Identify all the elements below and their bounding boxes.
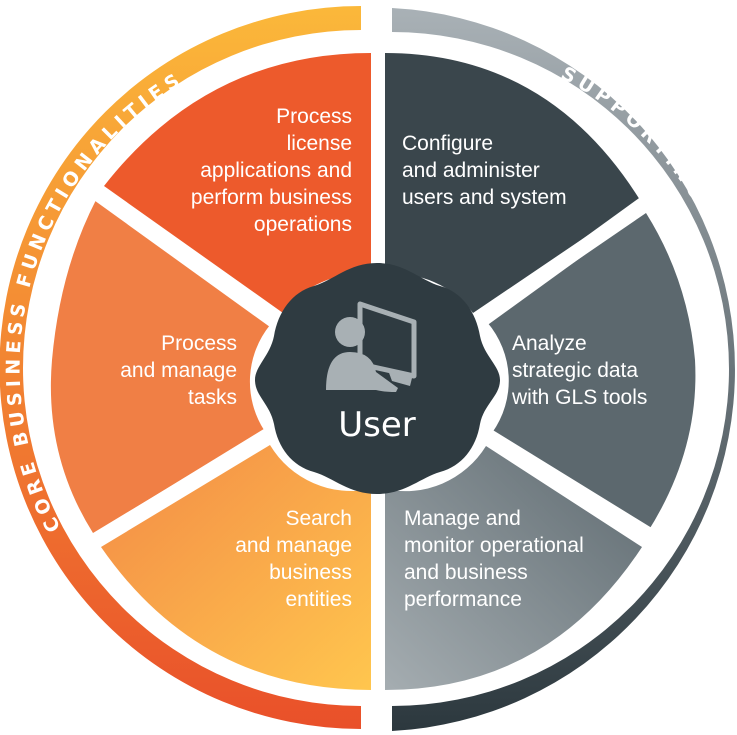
segment-label-line: entities bbox=[285, 588, 352, 611]
segment-label-line: and business bbox=[404, 561, 528, 584]
segment-label-line: tasks bbox=[188, 386, 237, 409]
segment-group bbox=[50, 53, 696, 690]
core-segment-search-entities bbox=[101, 445, 371, 690]
supporting-segment-label: Configure and administer users and system bbox=[402, 132, 567, 209]
segment-label-line: and manage bbox=[120, 359, 237, 382]
segment-label-line: users and system bbox=[402, 186, 567, 209]
segment-label-line: monitor operational bbox=[404, 534, 584, 557]
segment-label-line: Configure bbox=[402, 132, 493, 155]
user-at-computer-icon bbox=[326, 301, 417, 392]
segment-label-line: strategic data bbox=[512, 359, 638, 382]
segment-label-line: Search bbox=[285, 507, 352, 530]
segment-label-line: applications and bbox=[200, 159, 352, 182]
core-segment-process-license bbox=[104, 53, 371, 313]
segment-label-line: and manage bbox=[235, 534, 352, 557]
segment-label-line: Process bbox=[161, 332, 237, 355]
core-segment-label: Process license applications and perform bu… bbox=[191, 105, 352, 236]
segment-label-line: Process bbox=[276, 105, 352, 128]
core-segment-label: Process and manage tasks bbox=[120, 332, 237, 409]
core-segment-process-tasks bbox=[50, 200, 270, 533]
segment-label-line: with GLS tools bbox=[511, 386, 647, 409]
segment-label-line: Analyze bbox=[512, 332, 587, 355]
supporting-segment-label: Analyze strategic data with GLS tools bbox=[511, 332, 647, 409]
segment-label-line: and administer bbox=[402, 159, 540, 182]
segment-label-line: performance bbox=[404, 588, 522, 611]
segment-label-line: operations bbox=[254, 213, 352, 236]
support-segment-manage-monitor bbox=[385, 446, 642, 690]
core-segment-labels: Process license applications and perform bu… bbox=[120, 105, 352, 611]
segment-label-line: business bbox=[269, 561, 352, 584]
core-segment-label: Search and manage business entities bbox=[235, 507, 352, 611]
segment-label-line: license bbox=[287, 132, 352, 155]
segment-label-line: Manage and bbox=[404, 507, 521, 530]
segment-label-line: perform business bbox=[191, 186, 352, 209]
user-label: User bbox=[338, 405, 416, 445]
support-segment-analyze bbox=[487, 213, 696, 533]
support-segment-configure bbox=[385, 53, 640, 313]
supporting-segment-labels: Configure and administer users and systemA… bbox=[402, 132, 647, 611]
supporting-segment-label: Manage and monitor operational and busines… bbox=[404, 507, 584, 611]
